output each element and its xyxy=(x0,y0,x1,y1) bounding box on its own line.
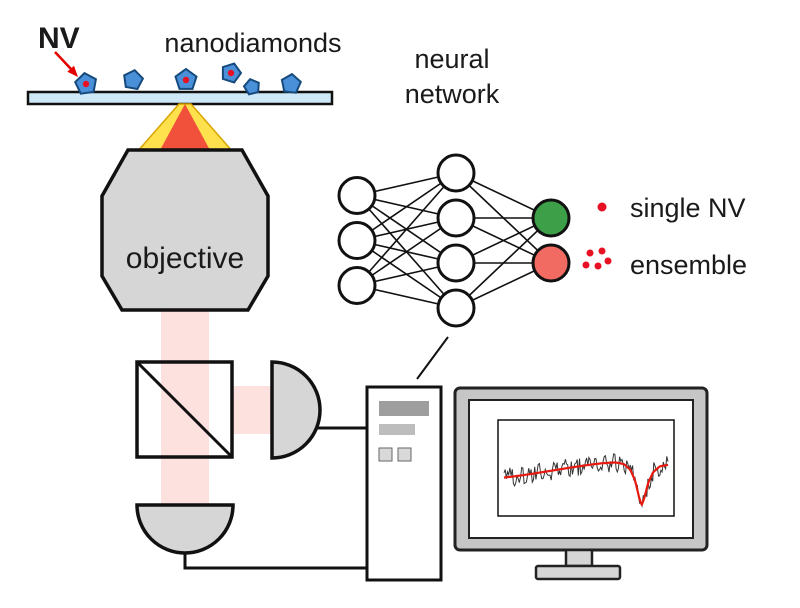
objective-label: objective xyxy=(126,242,244,275)
neural-network-graphic xyxy=(337,153,571,328)
nn-node xyxy=(436,198,476,238)
single-nv-label: single NV xyxy=(630,193,746,223)
ensemble-dot xyxy=(604,257,612,265)
beamsplitter-diagonal xyxy=(135,360,234,459)
nv-center-dot xyxy=(227,69,235,77)
nn-edge xyxy=(356,172,457,287)
ensemble-dot xyxy=(598,247,606,255)
neural-network-label-line2: network xyxy=(405,79,500,109)
neural-network-label-line1: neural xyxy=(414,44,489,74)
single-nv-dot xyxy=(597,202,607,212)
nn-edge xyxy=(356,217,457,287)
spectrum-fit-curve xyxy=(503,461,669,506)
nn-output-node-ensemble xyxy=(531,243,571,283)
laser-beam-horizontal xyxy=(232,386,272,434)
legend-dots xyxy=(582,202,612,270)
photodetector-bottom xyxy=(135,503,235,555)
nanodiamonds-group xyxy=(73,62,303,96)
nanodiamonds-label: nanodiamonds xyxy=(164,28,341,58)
network-callout-line xyxy=(416,336,449,380)
tower-button-right xyxy=(397,447,412,462)
nn-node xyxy=(337,221,377,260)
monitor-stand-neck xyxy=(564,548,594,568)
nv-arrow-head-icon xyxy=(67,65,78,77)
nanodiamond xyxy=(123,68,145,91)
tower-button-left xyxy=(378,447,393,462)
nv-center-dot xyxy=(82,80,90,88)
nn-node xyxy=(436,243,476,283)
nn-node xyxy=(436,153,476,193)
tower-slot-small xyxy=(379,424,415,435)
nn-node xyxy=(337,176,377,215)
ensemble-label: ensemble xyxy=(630,250,747,280)
nn-node xyxy=(337,266,377,305)
nn-output-node-single xyxy=(531,198,571,238)
computer-tower xyxy=(365,385,443,582)
nanodiamond xyxy=(242,77,260,96)
nv-arrow xyxy=(54,51,72,70)
wire-bottom-detector-to-computer xyxy=(183,553,367,570)
nanodiamond xyxy=(280,72,303,94)
ensemble-dot xyxy=(586,249,594,257)
nn-edge xyxy=(455,217,552,309)
monitor-stand-base xyxy=(534,564,622,581)
photodetector-right xyxy=(270,360,322,460)
nn-node xyxy=(436,288,476,328)
glass-slide xyxy=(26,90,334,106)
nv-center-dot xyxy=(182,76,190,84)
excitation-laser-cone xyxy=(159,104,211,152)
nv-label: NV xyxy=(38,22,80,55)
beamsplitter-cube xyxy=(135,360,234,459)
tower-drive-slot xyxy=(379,401,429,416)
ensemble-dot xyxy=(594,262,602,270)
ensemble-dot xyxy=(582,261,590,269)
nn-edge xyxy=(356,172,457,242)
objective-lens xyxy=(100,148,270,312)
spectrum-plot-frame xyxy=(497,419,675,517)
